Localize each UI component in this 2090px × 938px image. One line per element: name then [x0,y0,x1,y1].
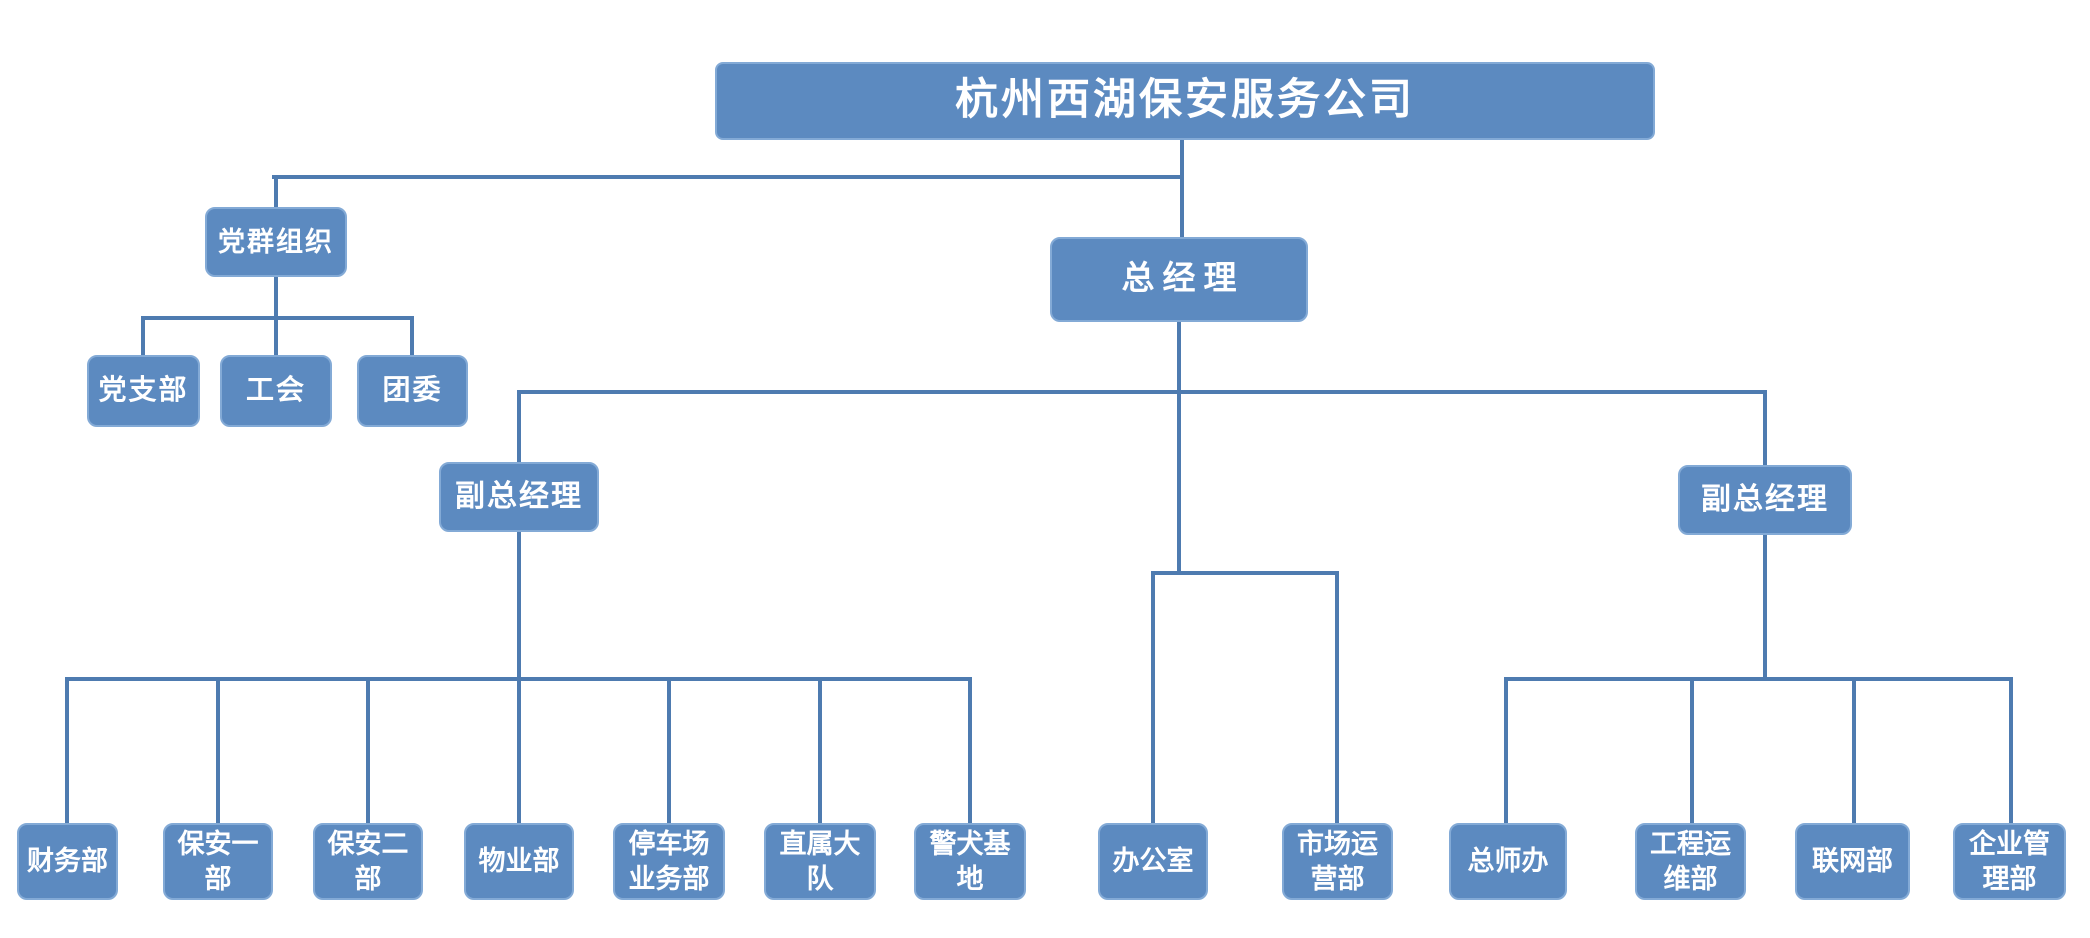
org-node-security-dept-2: 保安二部 [313,823,423,900]
connector-right-child-1-v [1504,677,1508,823]
org-node-party-group: 党群组织 [205,207,347,277]
connector-market-ops-v [1335,571,1339,823]
org-node-network-dept: 联网部 [1795,823,1910,900]
connector-deputy-left-down [517,532,521,681]
org-node-deputy-gm-left: 副总经理 [439,462,599,532]
org-node-youth-league: 团委 [357,355,468,427]
connector-office-v [1151,571,1155,823]
connector-party-child-1-v [141,316,145,355]
org-node-deputy-gm-right: 副总经理 [1678,465,1852,535]
org-node-chief-engineer-office: 总师办 [1449,823,1567,900]
org-node-security-dept-1: 保安一部 [163,823,273,900]
org-node-labor-union: 工会 [220,355,332,427]
connector-left-child-6-v [818,677,822,823]
connector-party-child-2-v [274,316,278,355]
connector-right-child-3-v [1852,677,1856,823]
org-node-general-manager: 总经理 [1050,237,1308,322]
org-node-office: 办公室 [1098,823,1208,900]
connector-deputy-right-riser [1763,390,1767,465]
connector-right-child-2-v [1690,677,1694,823]
connector-party-down [274,277,278,320]
connector-left-child-1-v [65,677,69,823]
connector-party-riser [274,175,278,207]
org-node-direct-brigade: 直属大队 [764,823,876,900]
connector-company-party-h [272,175,1184,179]
connector-gm-down [1177,322,1181,575]
org-node-police-dog-base: 警犬基地 [914,823,1026,900]
org-node-property-dept: 物业部 [464,823,574,900]
org-node-engineering-ops-dept: 工程运维部 [1635,823,1746,900]
org-node-company: 杭州西湖保安服务公司 [715,62,1655,140]
connector-right-children-h [1504,677,2013,681]
connector-party-child-3-v [410,316,414,355]
connector-gm-bracket-h [1151,571,1339,575]
connector-right-child-4-v [2009,677,2013,823]
connector-deputy-left-riser [517,390,521,462]
connector-left-child-5-v [667,677,671,823]
connector-left-child-3-v [366,677,370,823]
connector-deputy-right-down [1763,535,1767,681]
org-node-finance-dept: 财务部 [17,823,118,900]
connector-left-child-4-v [517,677,521,823]
connector-company-down [1180,140,1184,237]
org-node-party-branch: 党支部 [87,355,200,427]
connector-left-child-7-v [968,677,972,823]
connector-level2-h [517,390,1767,394]
org-node-market-operations-dept: 市场运营部 [1282,823,1393,900]
org-node-parking-business-dept: 停车场业务部 [613,823,725,900]
connector-left-child-2-v [216,677,220,823]
org-node-enterprise-mgmt-dept: 企业管理部 [1953,823,2066,900]
